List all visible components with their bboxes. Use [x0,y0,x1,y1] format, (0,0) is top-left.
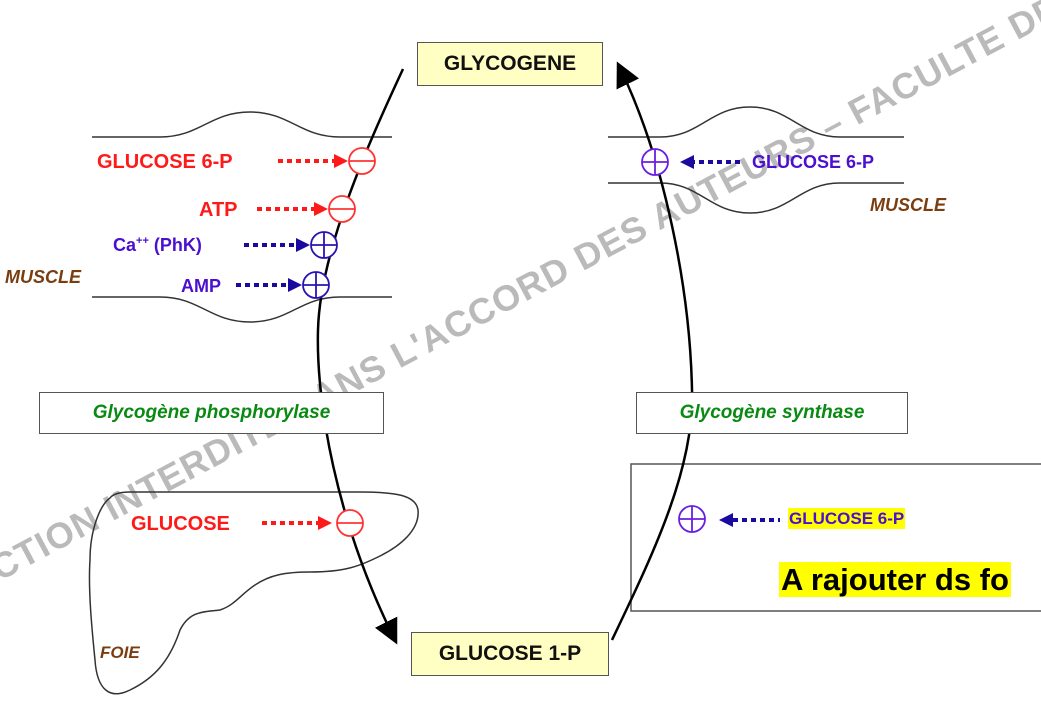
muscle-membrane-left [92,111,392,323]
effector-calcium-phk-activator: Ca++ (PhK) [113,235,202,255]
liver-note-text: A rajouter ds fo [779,562,1011,597]
plus-circle-icon [302,271,330,299]
liver-note-effector: GLUCOSE 6-P [788,508,906,529]
glycogene-node: GLYCOGENE [417,42,603,86]
liver-note-box [630,463,1041,612]
liver-label: FOIE [100,643,140,662]
effector-glucose-6p-activator: GLUCOSE 6-P [752,152,875,172]
synthase-enzyme-box: Glycogène synthase [636,392,908,434]
glycogene-label: GLYCOGENE [443,52,577,75]
muscle-label-left: MUSCLE [5,267,81,287]
synthase-label: Glycogène synthase [679,402,865,423]
effector-glucose-inhibitor: GLUCOSE [131,513,230,535]
minus-circle-icon [348,147,376,175]
plus-circle-icon [310,231,338,259]
calcium-label: Ca [113,235,137,255]
effector-atp-inhibitor: ATP [199,199,238,221]
effector-arrows [236,154,780,530]
glucose-1p-label: GLUCOSE 1-P [438,642,582,665]
minus-circle-icon [336,509,364,537]
phosphorylase-enzyme-box: Glycogène phosphorylase [39,392,384,434]
plus-circle-icon [641,148,669,176]
muscle-label-right: MUSCLE [870,195,946,215]
phosphorylase-label: Glycogène phosphorylase [92,402,331,423]
effector-amp-activator: AMP [181,276,221,296]
effector-glucose-6p-inhibitor: GLUCOSE 6-P [97,151,233,173]
minus-circle-icon [328,195,356,223]
glucose-1p-node: GLUCOSE 1-P [411,632,609,676]
muscle-membrane-right [608,106,904,214]
calcium-charge: ++ [136,235,149,247]
liver-outline [88,491,419,695]
phk-label: (PhK) [148,235,202,255]
plus-circle-icon [678,505,706,533]
